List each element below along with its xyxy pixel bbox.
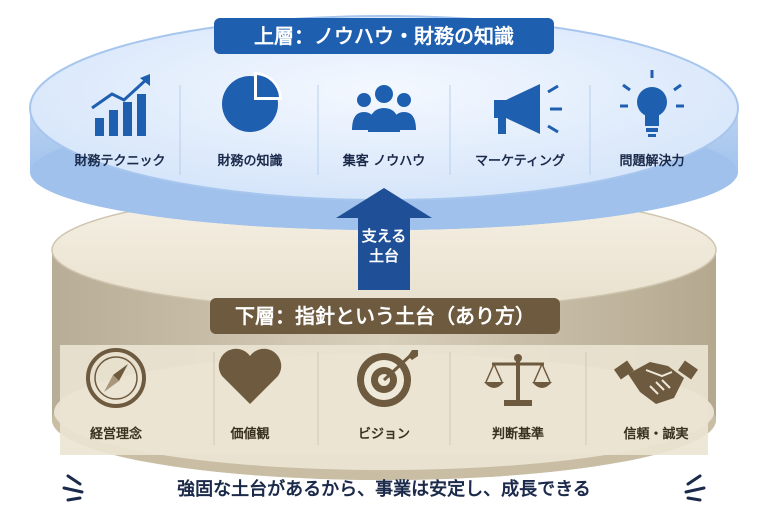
people-group-icon (352, 85, 416, 132)
arrow-label-line1: 支える (361, 227, 407, 245)
bottom-item-label: ビジョン (357, 427, 410, 442)
top-item-label: 財務の知識 (217, 154, 283, 169)
bottom-item-label: 価値観 (230, 427, 270, 442)
megaphone-icon (494, 84, 562, 134)
target-icon (357, 350, 418, 407)
arrow-label: 支える 土台 (352, 226, 416, 266)
top-disc (29, 15, 739, 230)
footer-accent-left (62, 474, 84, 502)
top-item-label: 問題解決力 (619, 154, 685, 169)
balance-scale-icon (484, 354, 552, 406)
support-arrow (336, 188, 432, 290)
arrow-label-line2: 土台 (368, 247, 399, 265)
footer-message: 強固な土台があるから、事業は安定し、成長できる (177, 479, 591, 500)
pie-chart-icon (222, 72, 282, 132)
heart-icon (218, 348, 282, 404)
top-layer-title: 上層：ノウハウ・財務の知識 (214, 18, 554, 54)
bottom-item-label: 信頼・誠実 (623, 427, 689, 442)
handshake-icon (614, 360, 698, 404)
bar-chart-growth-icon (91, 74, 150, 136)
top-item-label: マーケティング (475, 154, 565, 169)
compass-icon (86, 348, 146, 408)
bottom-item-label: 判断基準 (491, 427, 544, 442)
bottom-layer-title: 下層：指針という土台（あり方） (210, 298, 560, 334)
footer-accent-right (684, 474, 706, 502)
top-item-label: 財務テクニック (74, 154, 166, 169)
bottom-item-label: 経営理念 (89, 427, 142, 442)
top-item-label: 集客 ノウハウ (342, 154, 426, 169)
light-bulb-icon (620, 70, 684, 137)
